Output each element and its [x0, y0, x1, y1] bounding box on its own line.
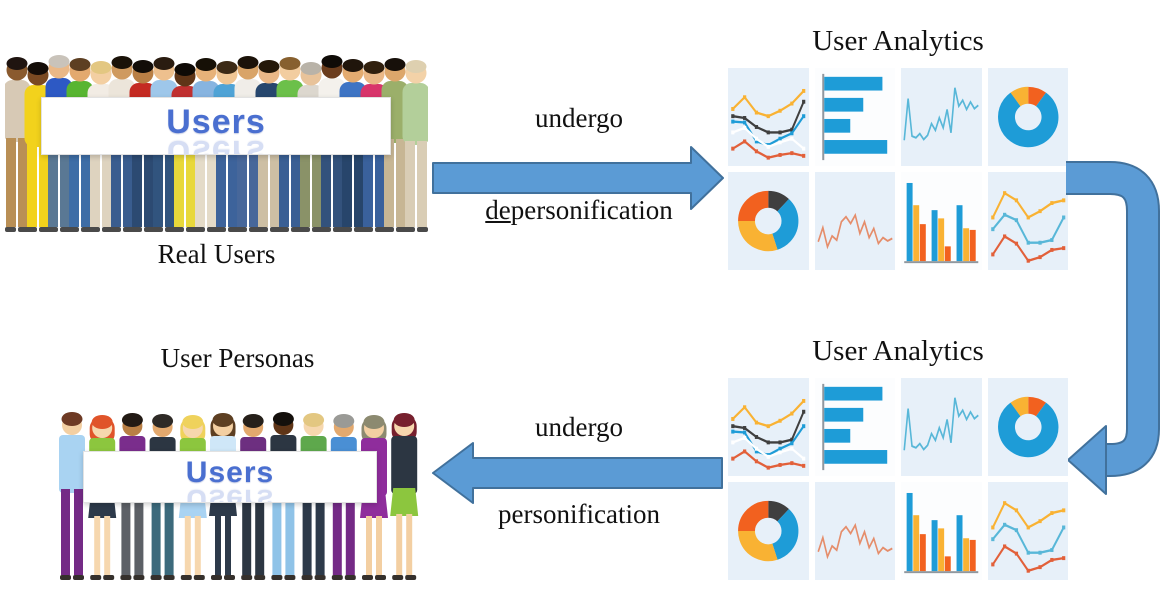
- chart-tile-hbar: [814, 68, 895, 166]
- user-analytics-title-top: User Analytics: [812, 25, 984, 57]
- users-banner-photo: Users Users: [41, 97, 391, 155]
- analytics-grid-bottom: [728, 378, 1068, 580]
- depersonification-arrow: [432, 146, 724, 210]
- persona-person: [390, 413, 419, 580]
- chart-tile-line-salmon: [814, 172, 895, 270]
- analytics-flow-elbow-arrow: [1066, 161, 1160, 495]
- user-personas-image: Users Users: [55, 393, 420, 590]
- chart-tile-line-teal: [901, 68, 982, 166]
- chart-tile-hbar: [814, 378, 895, 476]
- depersonification-rest: personification: [510, 195, 673, 225]
- chart-tile-line-salmon: [814, 482, 895, 580]
- real-users-image: Users Users: [5, 45, 428, 237]
- real-user-person: [318, 55, 346, 232]
- chart-tile-multiline-markers: [728, 68, 809, 166]
- personification-arrow: [432, 442, 723, 504]
- chart-tile-line-teal: [901, 378, 982, 476]
- users-banner-label: Users: [166, 103, 266, 141]
- chart-tile-multiline-markers: [728, 378, 809, 476]
- chart-tile-vbar-grouped: [901, 172, 982, 270]
- users-banner-personas: Users Users: [83, 451, 377, 503]
- personification-label: personification: [498, 499, 660, 529]
- chart-tile-donut-multi: [728, 482, 809, 580]
- persona-person: [59, 412, 85, 580]
- real-user-person: [5, 57, 31, 232]
- undergo-label-top: undergo: [535, 103, 623, 133]
- real-user-person: [402, 60, 428, 232]
- chart-tile-multiline-3: [987, 172, 1068, 270]
- chart-tile-vbar-grouped: [901, 482, 982, 580]
- real-users-caption: Real Users: [157, 239, 276, 269]
- undergo-label-bottom: undergo: [535, 412, 623, 442]
- depersonification-prefix: de: [485, 195, 511, 225]
- chart-tile-donut-blue: [987, 68, 1068, 166]
- analytics-grid-top: [728, 68, 1068, 270]
- users-banner-reflection: Users: [185, 483, 275, 503]
- users-banner-label: Users: [185, 456, 275, 489]
- real-users-crowd-graphic: [5, 55, 428, 232]
- depersonification-label: depersonification: [433, 195, 725, 226]
- user-analytics-title-bottom: User Analytics: [812, 335, 984, 367]
- chart-tile-multiline-3: [987, 482, 1068, 580]
- chart-tile-donut-multi: [728, 172, 809, 270]
- user-personas-caption: User Personas: [160, 343, 315, 373]
- chart-tile-donut-blue: [987, 378, 1068, 476]
- users-banner-reflection: Users: [166, 133, 266, 155]
